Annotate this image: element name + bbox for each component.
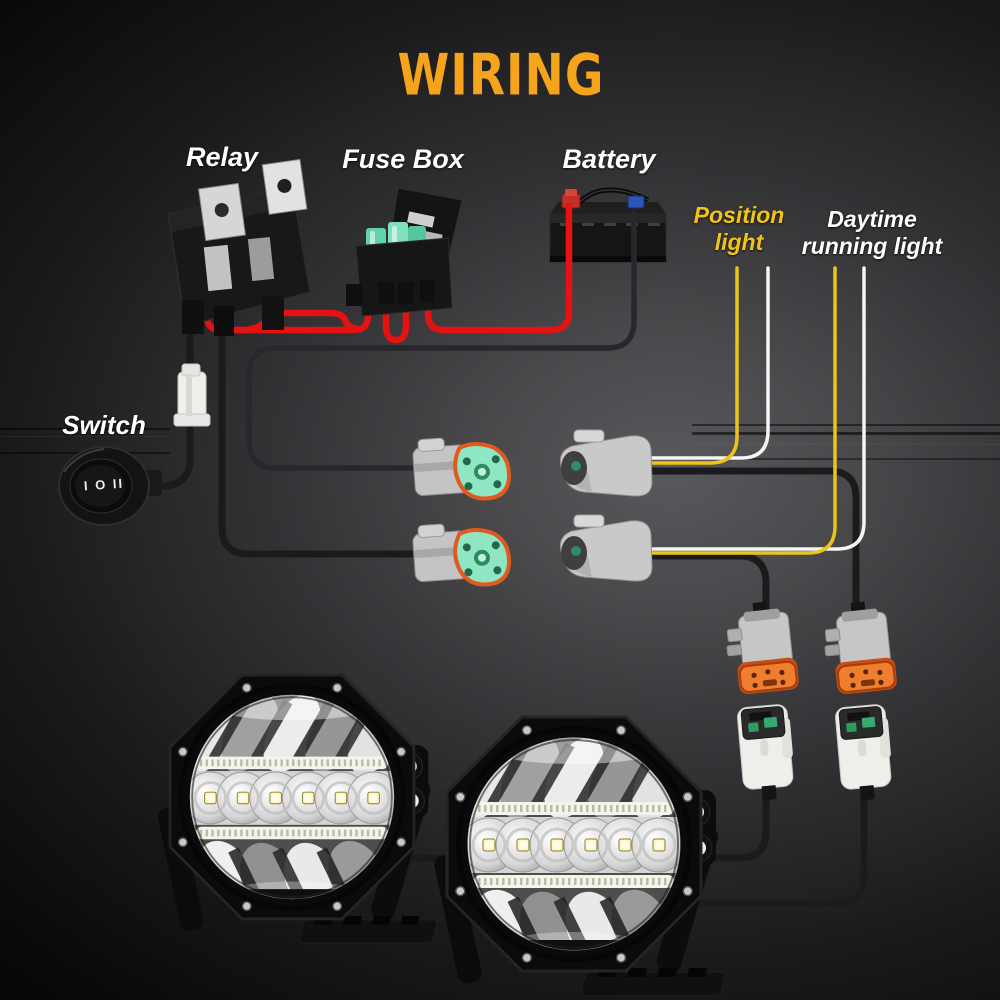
daytime-running-light-label-line2: running light [801,233,943,260]
dt-connector-green-2 [412,523,512,587]
harness-wire-upper-to-right-plug [646,467,860,618]
ground-wire-battery-to-connector [246,211,637,471]
lamp-wire-left [356,780,770,862]
dt6-receptacle-white-right [835,704,892,801]
red-wire-fusebox-to-battery [424,202,573,334]
red-wire-fusebox-loop [382,290,410,344]
red-wire-relay-to-fusebox [203,290,372,334]
daytime-wire-2 [650,266,866,551]
dt-receptacle-gray-2 [559,514,653,582]
led-driving-light-right [433,717,727,996]
dt6-plug-orange-right [824,601,897,695]
inline-connector-white [173,363,211,427]
battery-positive-cap [565,189,577,196]
position-wire-1 [648,266,739,465]
dt6-plug-orange-left [726,601,799,695]
dt-receptacle-gray-1 [559,429,653,497]
battery-label: Battery [562,144,656,174]
switch-label: Switch [62,410,146,440]
relay [167,158,311,336]
page-title: WIRING [397,42,605,110]
rocker-switch[interactable] [58,446,162,526]
fuse-box-label: Fuse Box [342,144,464,174]
position-wire-2 [648,266,837,555]
switch-wire [116,332,194,490]
position-light-label-line2: light [714,229,764,256]
lamp-wire-right [646,780,868,907]
dt6-receptacle-white-left [737,704,794,801]
daytime-running-light-label-line1: Daytime [827,206,917,232]
battery-negative-terminal [627,195,645,209]
fuse-box [346,187,463,317]
relay-wire-to-green-connector [218,326,428,558]
relay-label: Relay [185,142,259,172]
led-driving-light-left [156,675,439,943]
dt-connector-green-1 [412,437,512,501]
daytime-wire-1 [650,266,770,460]
daytime-running-light-label: Daytime running light [802,206,943,260]
position-light-label-line1: Position [693,202,785,228]
harness-wire-lower-to-left-plug [646,552,770,618]
position-light-label: Position light [694,202,785,256]
